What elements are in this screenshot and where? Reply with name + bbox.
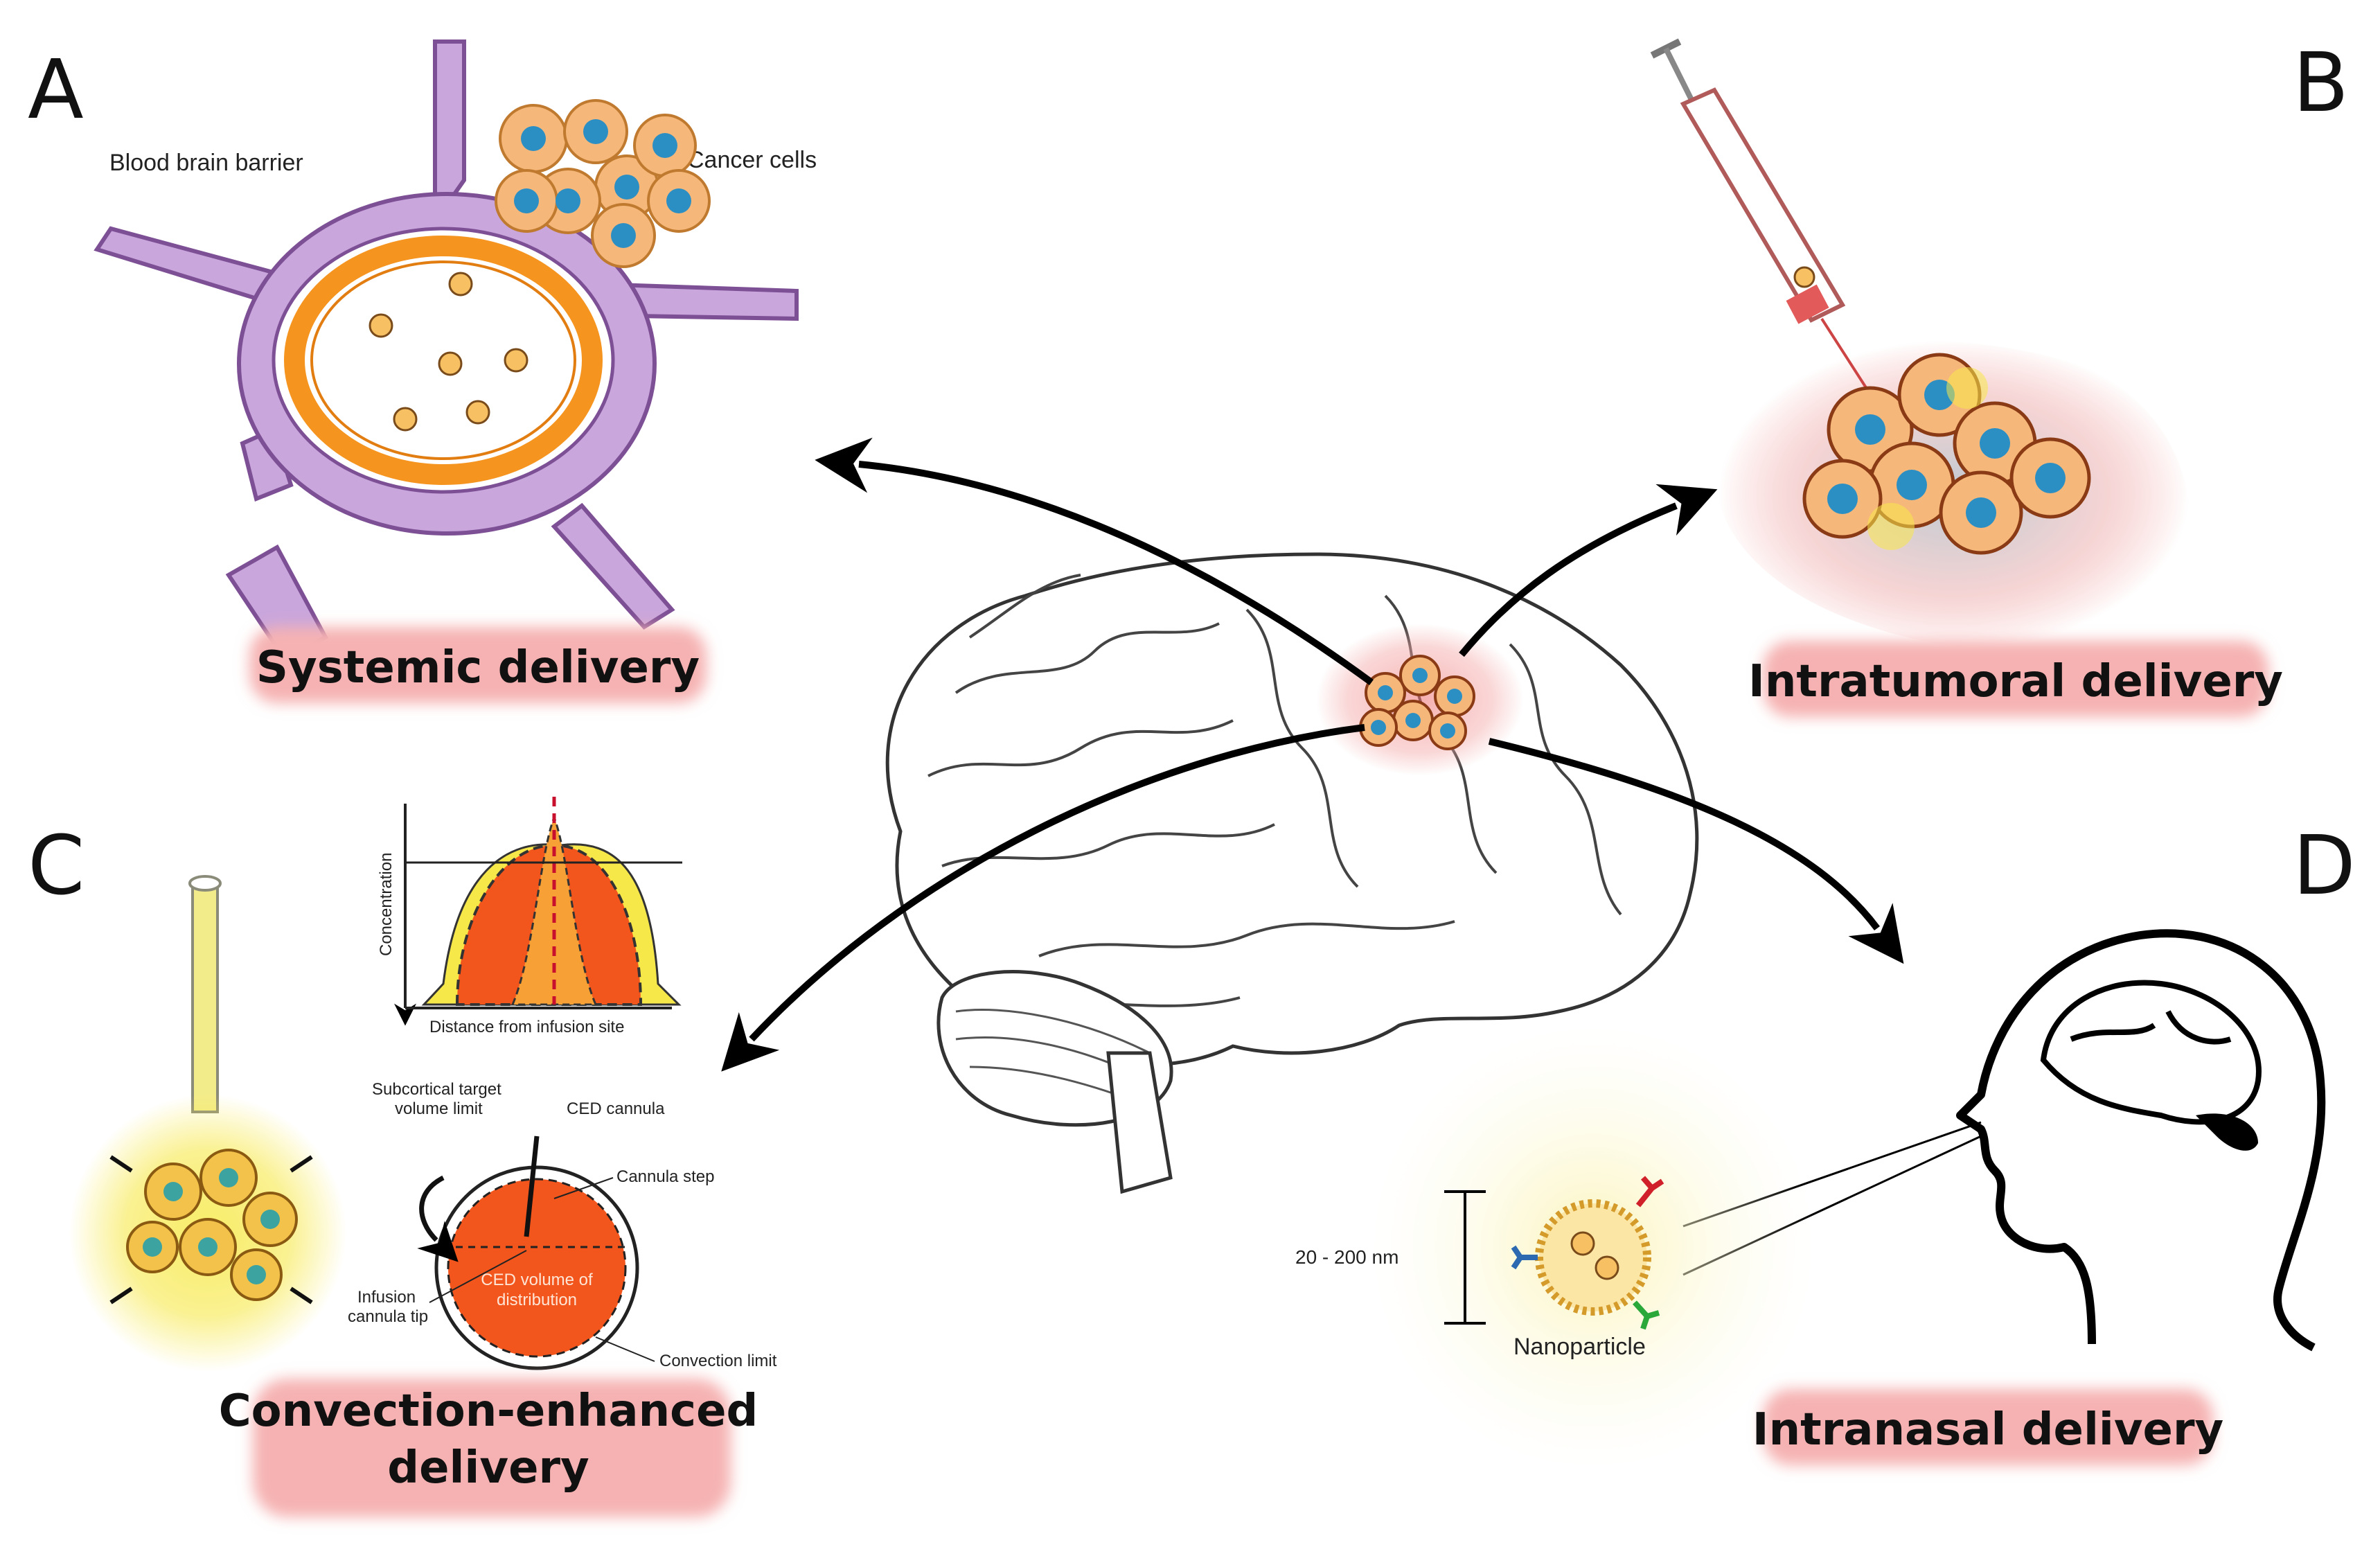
title-ced-line2: delivery [387, 1442, 589, 1494]
inner-brain-d [2040, 980, 2262, 1125]
nanoparticle-icon [1511, 1176, 1664, 1330]
graph-x-label: Distance from infusion site [429, 1018, 624, 1036]
arrow-to-systemic [815, 437, 1374, 686]
label-subcortical-1: Subcortical target [372, 1080, 501, 1099]
arrow-to-intratumoral [1459, 484, 1718, 657]
tumor-mass-b [1802, 353, 2091, 555]
graph-y-label: Concentration [377, 853, 396, 956]
head-silhouette [1956, 929, 2326, 1352]
label-nanoparticle: Nanoparticle [1513, 1334, 1646, 1360]
arrow-to-intranasal [1488, 738, 1904, 964]
label-cannula-step: Cannula step [616, 1167, 714, 1186]
label-cancer-cells: Cancer cells [687, 147, 817, 173]
title-ced-line1: Convection-enhanced [219, 1386, 758, 1437]
title-intranasal-delivery: Intranasal delivery [1752, 1404, 2223, 1456]
scale-bar [1444, 1190, 1486, 1325]
panel-d: D 20 - 200 nm Nanoparticle [1295, 817, 2356, 1469]
nanoparticles-in-vessel [368, 272, 529, 432]
arrow-to-ced [721, 724, 1365, 1072]
delivery-arrows [721, 437, 1904, 1072]
label-ced-volume-1: CED volume of [481, 1271, 593, 1289]
ced-distribution-schematic: Subcortical target volume limit CED cann… [348, 1080, 777, 1370]
title-intratumoral-delivery: Intratumoral delivery [1748, 656, 2283, 707]
panel-letter-a: A [28, 42, 84, 137]
panel-b: B [1650, 35, 2349, 717]
ced-cannula-illustration [69, 875, 346, 1372]
label-infusion-1: Infusion [357, 1288, 416, 1307]
panel-letter-c: C [28, 817, 85, 913]
label-convection-limit: Convection limit [659, 1352, 777, 1370]
concentration-graph: Concentration Distance from infusion sit… [377, 797, 682, 1036]
panel-letter-b: B [2293, 35, 2349, 130]
cerebellum-d [2196, 1113, 2258, 1151]
panel-letter-d: D [2293, 817, 2356, 913]
label-infusion-2: cannula tip [348, 1307, 428, 1326]
panel-c: C [28, 797, 777, 1517]
syringe-icon [1650, 38, 1885, 417]
vessel-wall [284, 236, 603, 485]
title-systemic-delivery: Systemic delivery [256, 642, 700, 693]
label-blood-brain-barrier: Blood brain barrier [109, 150, 303, 176]
panel-a: A Blood brain barrier Cancer cells [28, 39, 817, 703]
cancer-cells-cluster [495, 99, 711, 268]
label-subcortical-2: volume limit [395, 1099, 483, 1118]
label-ced-cannula: CED cannula [567, 1099, 665, 1118]
brain-illustration [885, 552, 1699, 1194]
label-ced-volume-2: distribution [497, 1291, 577, 1309]
label-scale: 20 - 200 nm [1295, 1246, 1398, 1268]
